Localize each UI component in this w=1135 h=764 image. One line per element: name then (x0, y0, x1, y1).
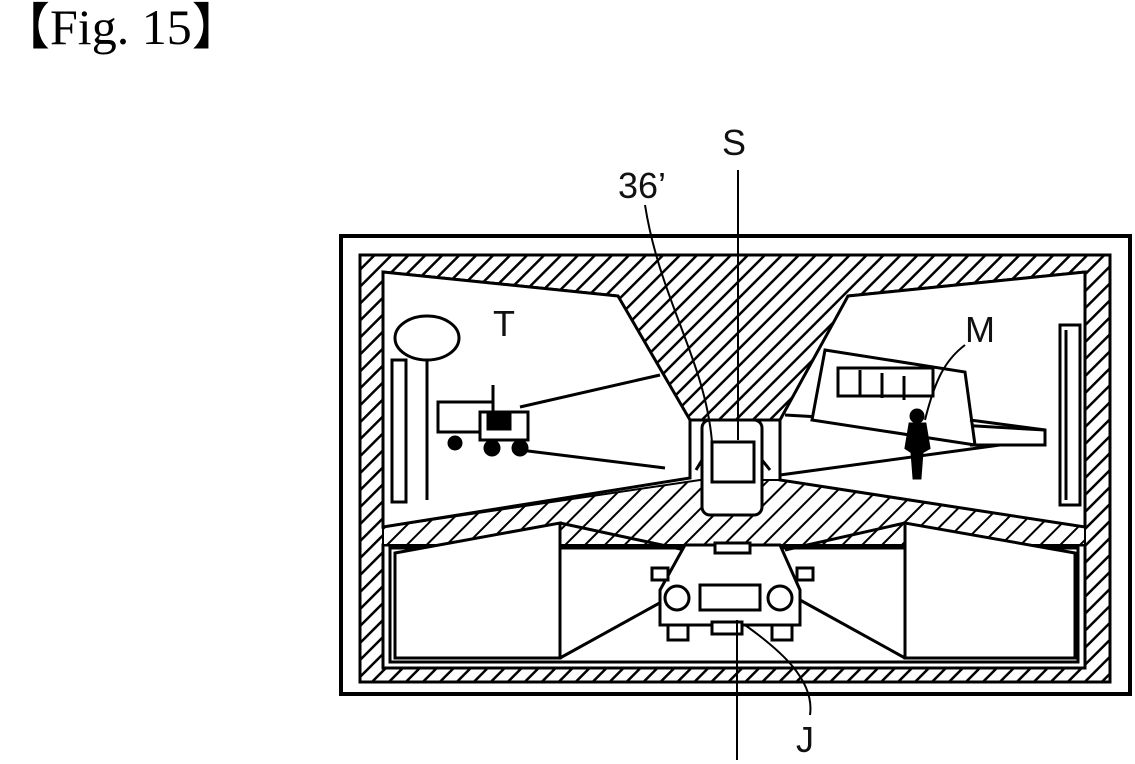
front-car-icon (650, 541, 815, 642)
leader-j (744, 624, 812, 716)
person-icon (904, 408, 931, 480)
sign-icon (393, 314, 461, 362)
label-s: S (722, 122, 747, 163)
rear-car-icon (694, 418, 772, 517)
truck-icon (436, 385, 530, 457)
label-m: M (965, 309, 995, 350)
leader-m (924, 344, 966, 421)
label-t: T (493, 303, 515, 344)
leader-lines (644, 170, 966, 760)
leader-36 (644, 204, 713, 443)
figure-title: 【Fig. 15】 (0, 0, 242, 55)
label-36: 36’ (618, 165, 667, 206)
left-view (381, 270, 692, 529)
lower-view (393, 521, 1077, 660)
label-j: J (796, 719, 814, 760)
building-icon (810, 348, 1047, 447)
right-view (778, 270, 1087, 529)
